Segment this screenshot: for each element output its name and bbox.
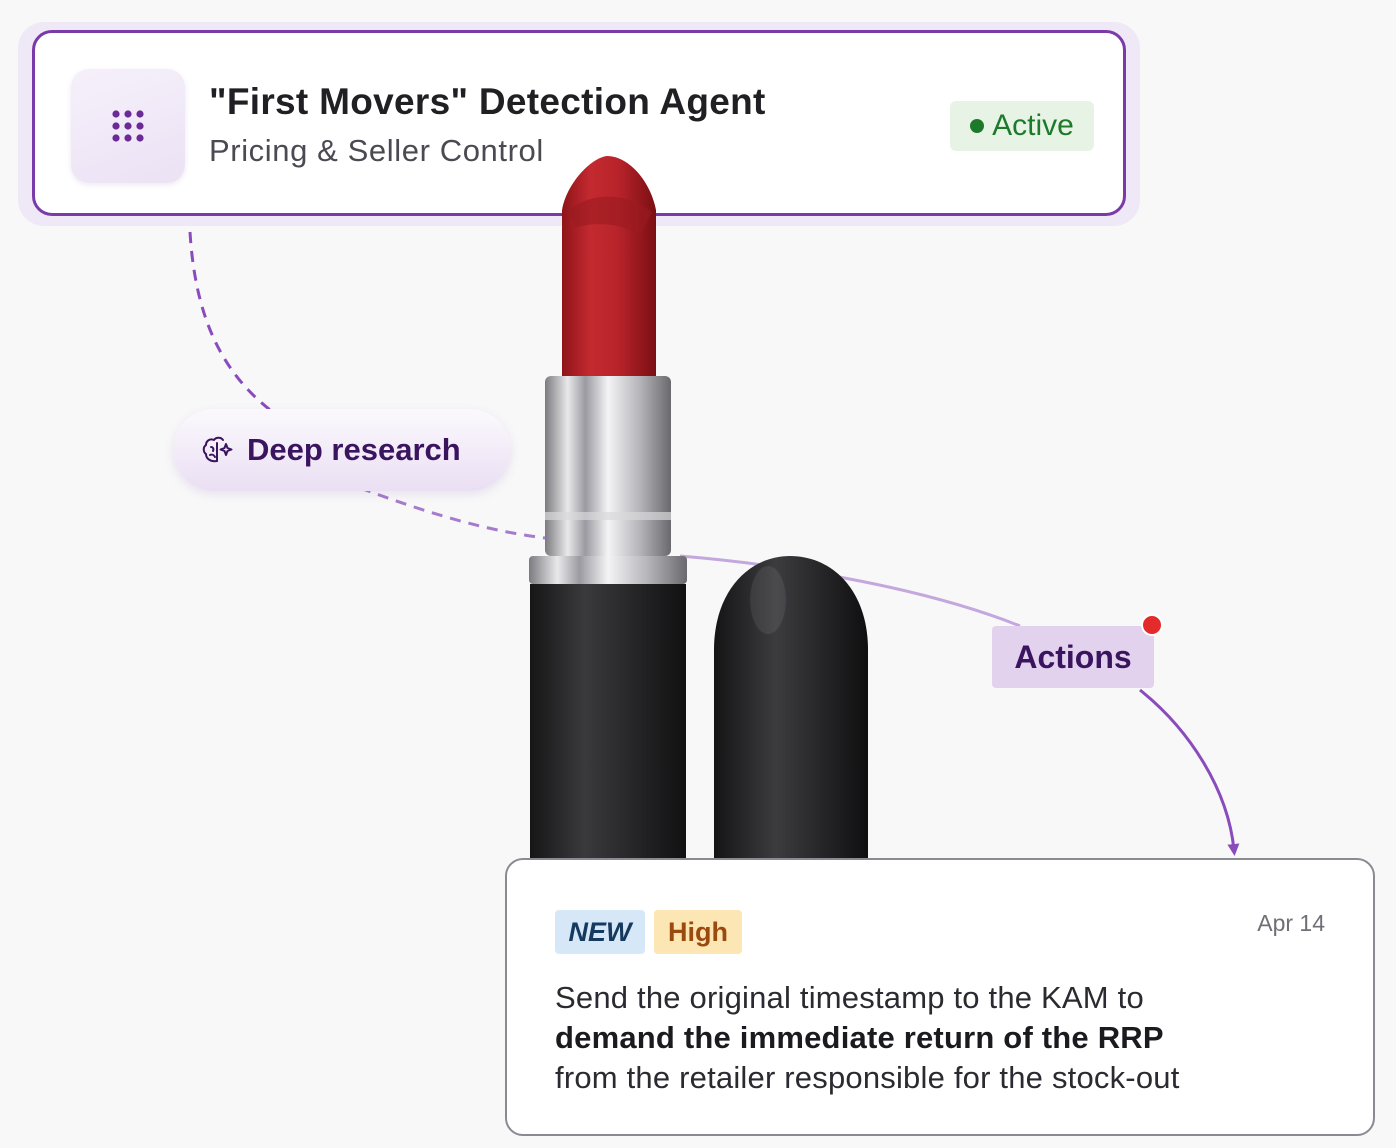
notification-dot-icon — [1141, 614, 1163, 636]
card-date: Apr 14 — [1257, 910, 1325, 936]
action-text-line-1: Send the original timestamp to the KAM t… — [555, 980, 1144, 1015]
status-badge: Active — [950, 101, 1094, 151]
priority-badge: High — [654, 910, 742, 954]
brain-sparkle-icon — [202, 436, 233, 463]
agent-subtitle: Pricing & Seller Control — [209, 133, 544, 168]
agent-title: "First Movers" Detection Agent — [209, 81, 766, 122]
actions-arrow — [1139, 688, 1240, 856]
action-card[interactable]: NEW High Apr 14 Send the original timest… — [505, 858, 1375, 1136]
lipstick-base — [530, 584, 686, 890]
status-dot-icon — [970, 119, 985, 133]
agent-icon-tile — [71, 69, 185, 183]
actions-label: Actions — [1014, 638, 1132, 675]
status-label: Active — [992, 109, 1074, 142]
lipstick-bullet — [562, 156, 656, 378]
deep-research-label: Deep research — [247, 432, 461, 467]
actions-connector — [679, 554, 1021, 628]
grid-dots-icon — [112, 110, 144, 142]
lipstick-cap — [714, 556, 868, 890]
lipstick-collar — [545, 376, 671, 556]
research-out-connector — [359, 486, 546, 540]
actions-tag[interactable]: Actions — [992, 626, 1154, 688]
action-text-bold: demand the immediate return of the RRP — [555, 1020, 1164, 1055]
action-description: Send the original timestamp to the KAM t… — [555, 978, 1345, 1098]
action-text-line-3: from the retailer responsible for the st… — [555, 1060, 1180, 1095]
new-badge: NEW — [555, 910, 645, 954]
agent-card[interactable]: "First Movers" Detection Agent Pricing &… — [32, 30, 1126, 216]
deep-research-pill[interactable]: Deep research — [173, 409, 511, 491]
